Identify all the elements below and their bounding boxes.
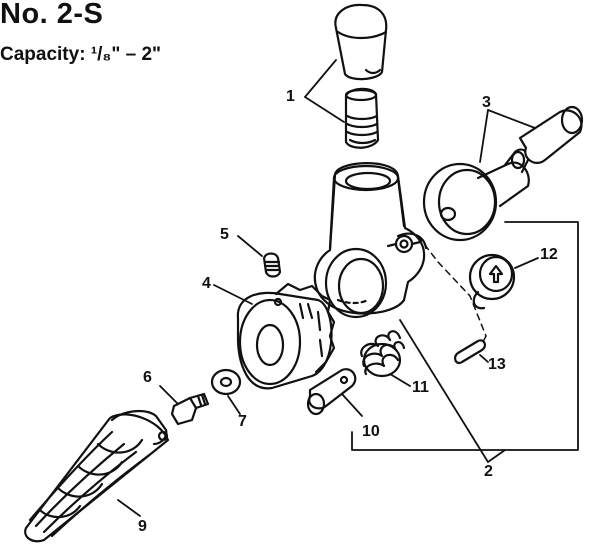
leader-9 <box>117 499 141 517</box>
part-1-handle-cap <box>334 3 388 81</box>
leader-6 <box>159 385 179 405</box>
assembly-dashed-line <box>417 235 487 353</box>
part-4-guide-bushing <box>236 282 336 390</box>
part-2-reamer-body <box>313 162 428 319</box>
callout-9: 9 <box>138 518 147 535</box>
part-1-grip <box>344 87 380 149</box>
callout-1: 1 <box>286 88 295 105</box>
leader-10 <box>341 393 363 417</box>
model-title: No. 2-S <box>0 0 104 30</box>
leader-7 <box>227 395 241 415</box>
capacity-value: ¹/₈" – 2" <box>90 44 162 65</box>
leader-4 <box>213 284 253 305</box>
callout-11: 11 <box>412 379 429 396</box>
leader-13 <box>479 354 489 363</box>
leader-11 <box>389 373 411 387</box>
callout-3: 3 <box>482 94 491 111</box>
part-3-ratchet-handle <box>422 105 584 242</box>
leader-1 <box>304 59 345 123</box>
callout-4: 4 <box>202 275 211 292</box>
bracket-2 <box>351 221 579 463</box>
callout-13: 13 <box>488 356 506 373</box>
callout-10: 10 <box>362 423 380 440</box>
part-12-pawl-knob <box>468 253 516 310</box>
capacity-line: Capacity: ¹/₈" – 2" <box>0 44 161 66</box>
callout-6: 6 <box>143 369 152 386</box>
part-11-spring <box>360 330 406 378</box>
callout-12: 12 <box>540 246 558 263</box>
callout-2: 2 <box>484 463 493 480</box>
part-5-set-screw <box>262 252 282 278</box>
part-13-pin <box>453 339 487 365</box>
part-10-pawl <box>306 368 357 416</box>
capacity-label: Capacity: <box>0 44 86 65</box>
part-9-cone-reamer <box>24 410 170 543</box>
leader-3 <box>479 109 536 163</box>
leader-12 <box>514 257 539 269</box>
part-6-retaining-screw <box>170 392 210 426</box>
callout-5: 5 <box>220 226 229 243</box>
leader-5 <box>237 235 263 257</box>
part-7-washer <box>210 368 242 396</box>
callout-7: 7 <box>238 413 247 430</box>
